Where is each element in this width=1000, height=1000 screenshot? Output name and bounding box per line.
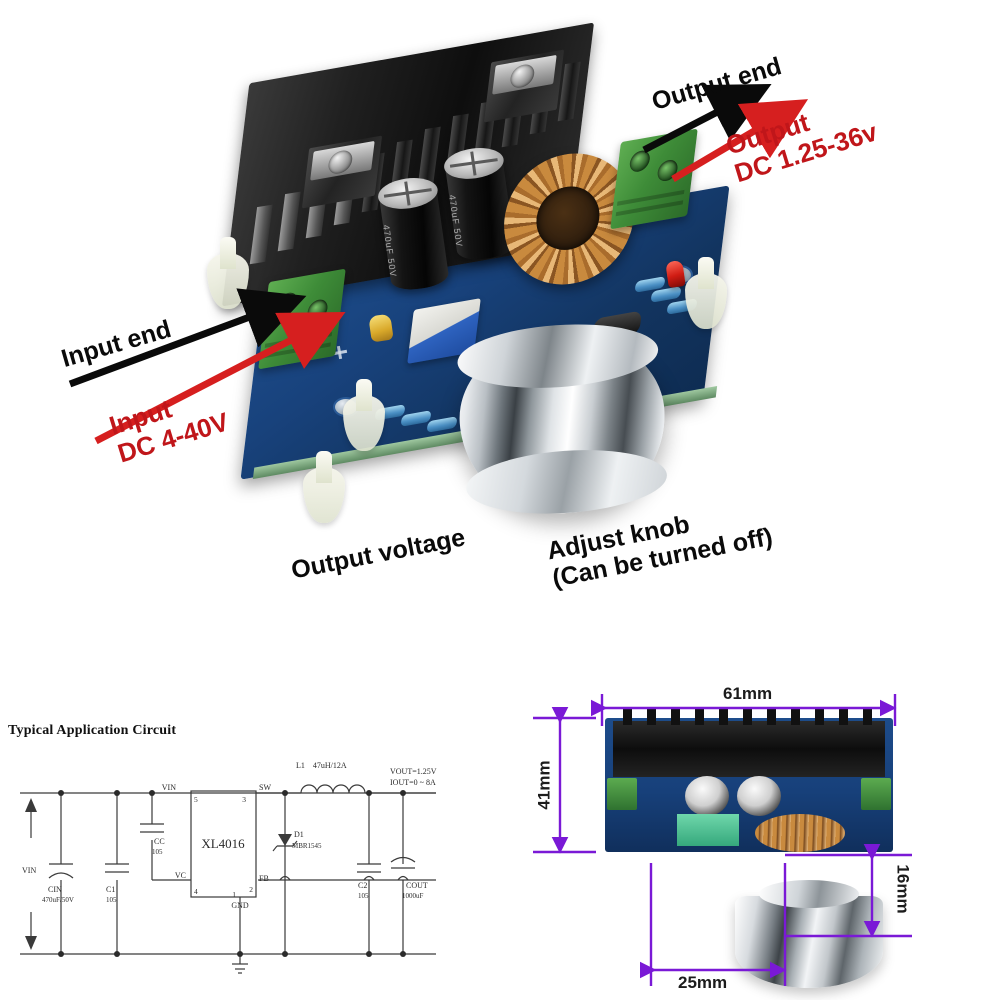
vin-arrow-down: [25, 936, 37, 950]
plastic-standoff: [685, 257, 727, 329]
adjust-knob[interactable]: [453, 318, 672, 520]
dim-heatsink-fin: [839, 709, 848, 725]
vin-arrow-up: [25, 798, 37, 812]
inductor-L1: [300, 784, 366, 794]
dim-output-terminal: [861, 778, 891, 810]
val-D1: MBR1545: [292, 842, 322, 850]
dimension-label-height: 41mm: [534, 760, 554, 810]
junction: [282, 790, 288, 796]
dim-heatsink-fin: [791, 709, 800, 725]
pin-number-sw: 3: [242, 795, 246, 804]
junction: [237, 951, 243, 957]
dim-trimmer: [677, 814, 739, 846]
terminal-screw-hole[interactable]: [628, 149, 651, 174]
net-label-vin: VIN: [22, 866, 36, 875]
junction: [114, 790, 120, 796]
dimension-label-knob-diameter: 25mm: [678, 973, 728, 992]
ref-C2: C2: [358, 881, 367, 890]
annotation-input-end: Input end: [58, 315, 175, 373]
junction: [400, 951, 406, 957]
dimension-panel: 61mm 41mm 16mm 25mm: [500, 668, 1000, 1000]
junction: [58, 951, 64, 957]
dim-input-terminal: [607, 778, 637, 810]
junction: [282, 951, 288, 957]
dim-heatsink-fin: [743, 709, 752, 725]
input-terminal-block[interactable]: [258, 268, 346, 370]
junction: [149, 790, 155, 796]
ref-CC: CC: [154, 837, 165, 846]
terminal-screw-hole[interactable]: [276, 291, 299, 316]
dim-heatsink: [613, 721, 885, 777]
cap-COUT-curve: [390, 856, 416, 863]
dim-inductor: [755, 814, 845, 852]
pin-number-gnd: 1: [232, 890, 236, 899]
application-circuit-diagram: VIN CIN 470uF/50V C1 105 CC 105 L1 47uH/…: [20, 761, 437, 974]
plastic-standoff: [343, 379, 385, 451]
dim-heatsink-fin: [695, 709, 704, 725]
ref-D1: D1: [294, 830, 304, 839]
film-capacitor: [368, 313, 394, 343]
dimension-label-width: 61mm: [723, 684, 773, 703]
dim-heatsink-fin: [815, 709, 824, 725]
pin-label-gnd: GND: [231, 901, 249, 910]
knob-bottom-face: [464, 443, 670, 520]
pin-label-vc: VC: [175, 871, 186, 880]
plastic-standoff: [303, 451, 345, 523]
wire-hop: [397, 875, 409, 881]
annotation-input-voltage: Input DC 4-40V: [106, 380, 232, 469]
junction: [400, 790, 406, 796]
ref-L1-text: L1: [296, 761, 305, 770]
val-CC: 105: [152, 848, 163, 856]
dimension-label-knob-height: 16mm: [893, 864, 913, 914]
junction: [58, 790, 64, 796]
product-photo-panel: 470uF 50V 470uF 50V: [0, 0, 1000, 668]
dimension-board-photo: [605, 709, 893, 988]
cap-CIN-curve: [48, 872, 74, 879]
chip-name: XL4016: [201, 836, 245, 851]
dim-heatsink-fin: [719, 709, 728, 725]
terminal-screw-hole[interactable]: [656, 158, 679, 183]
pin-number-vin: 5: [194, 795, 198, 804]
junction: [114, 951, 120, 957]
pin-label-vin: VIN: [162, 783, 176, 792]
dim-heatsink-fin: [767, 709, 776, 725]
dim-heatsink-fin: [647, 709, 656, 725]
dim-capacitor: [685, 776, 729, 816]
dim-heatsink-fin: [671, 709, 680, 725]
dim-heatsink-fin: [623, 709, 632, 725]
val-L1-text: 47uH/12A: [313, 761, 347, 770]
output-note-vout: VOUT=1.25V: [390, 767, 437, 776]
ref-L1: L1 47uH/12A: [296, 761, 347, 770]
schematic-title: Typical Application Circuit: [8, 723, 177, 738]
val-C2: 105: [358, 892, 369, 900]
schematic-panel: Typical Application Circuit: [0, 668, 500, 1000]
output-terminal-block[interactable]: [610, 128, 698, 230]
pcb-module-illustration: 470uF 50V 470uF 50V: [207, 15, 795, 535]
terminal-screw-hole[interactable]: [306, 298, 329, 323]
diode-D1: [272, 834, 298, 852]
pin-number-fb: 2: [249, 885, 253, 894]
pin-number-vc: 4: [194, 887, 198, 896]
output-note-iout: IOUT=0 ~ 8A: [390, 778, 436, 787]
dimension-arrows: [533, 694, 912, 986]
junction: [366, 790, 372, 796]
val-CIN: 470uF/50V: [42, 896, 74, 904]
pin-label-fb: FB: [259, 874, 269, 883]
wire-hop: [279, 875, 291, 881]
ref-C1: C1: [106, 885, 115, 894]
wire-hop: [363, 875, 375, 881]
dim-capacitor: [737, 776, 781, 816]
junction: [366, 951, 372, 957]
pin-label-sw: SW: [259, 783, 271, 792]
ref-CIN: CIN: [48, 885, 62, 894]
chip-body: [190, 790, 257, 898]
dim-heatsink-fin: [863, 709, 872, 725]
val-COUT: 1000uF: [402, 892, 424, 900]
ref-COUT: COUT: [406, 881, 428, 890]
val-C1: 105: [106, 896, 117, 904]
